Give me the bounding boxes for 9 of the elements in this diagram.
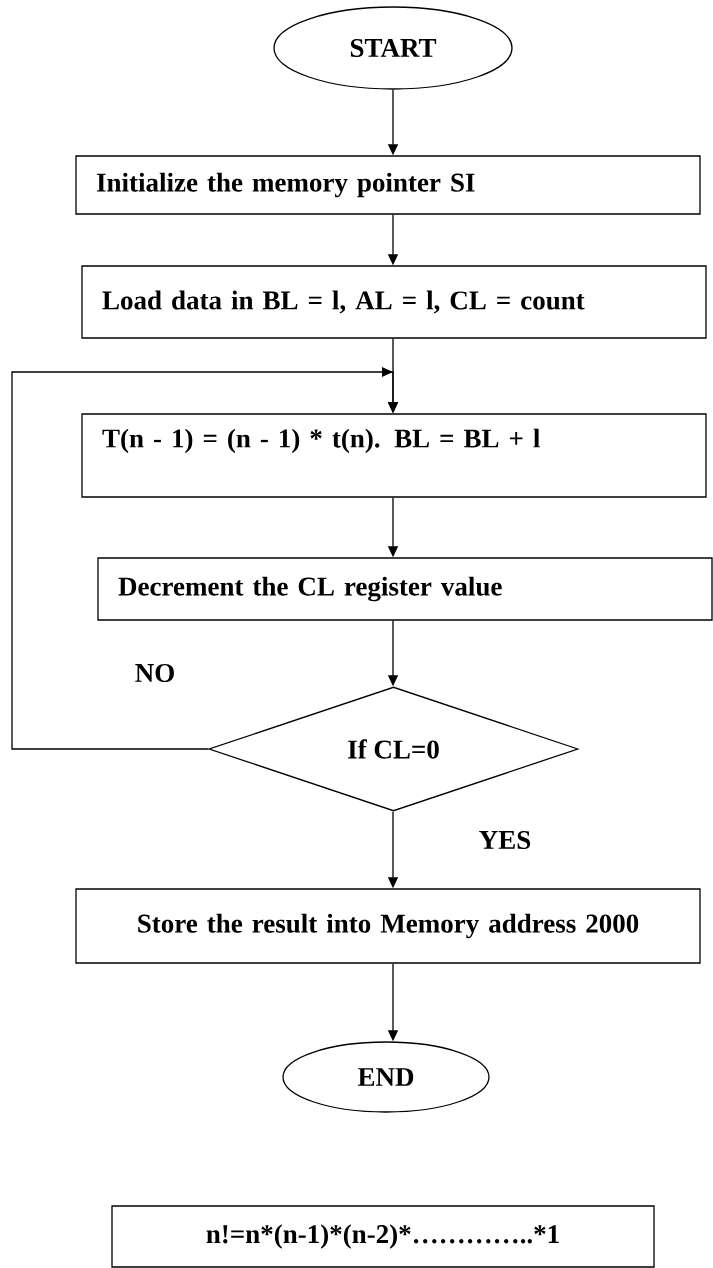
process-box: Load data in BL = l, AL = l, CL = count: [81, 265, 707, 339]
process-box: Initialize the memory pointer SI: [75, 155, 701, 215]
process-box: Store the result into Memory address 2000: [75, 888, 701, 964]
loop-arrow: [11, 367, 399, 750]
process-box: T(n - 1) = (n - 1) * t(n). BL = BL + l: [81, 413, 707, 498]
process-box: Decrement the CL register value: [97, 557, 713, 621]
edge-label: NO: [133, 662, 177, 684]
edge-label: YES: [477, 829, 533, 851]
formula-box: n!=n*(n-1)*(n-2)*…………..*1: [111, 1205, 655, 1268]
